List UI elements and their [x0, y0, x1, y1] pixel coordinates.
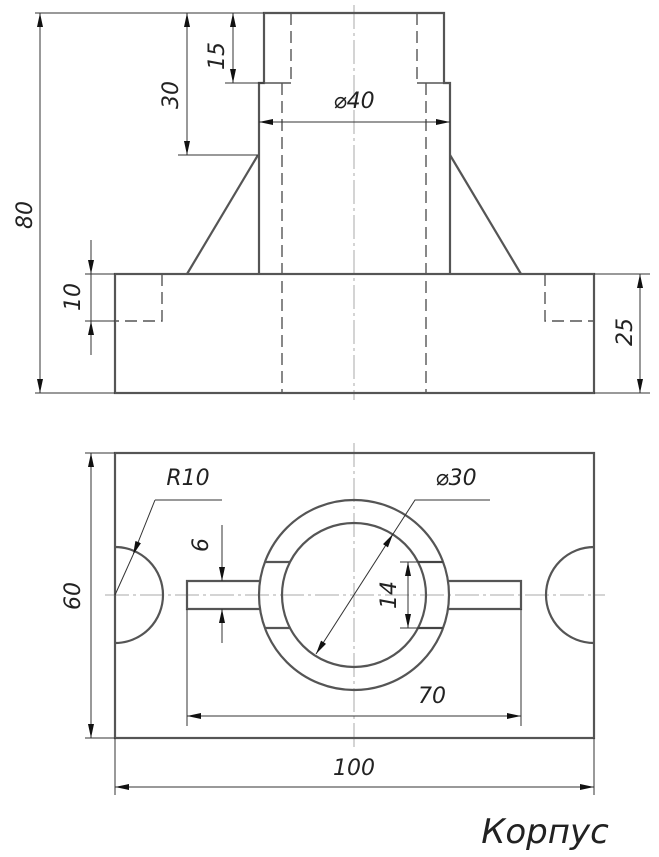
dim-100: 100: [333, 756, 375, 781]
dim-r10: R10: [166, 466, 209, 491]
dim-10: 10: [61, 283, 86, 311]
dim-6: 6: [189, 538, 214, 552]
dim-25: 25: [613, 318, 638, 346]
top-dimensions: 60 100 70 6 14 ⌀30 R10: [61, 452, 595, 795]
dim-diameter-30: ⌀30: [435, 466, 476, 491]
dim-15: 15: [205, 42, 230, 70]
front-dimensions: 80 30 15 10 25 ⌀40: [13, 12, 650, 394]
dim-30: 30: [159, 81, 184, 109]
dim-80: 80: [13, 201, 38, 229]
drawing-title: Корпус: [481, 812, 609, 852]
dim-diameter-40: ⌀40: [333, 89, 374, 114]
dim-14: 14: [377, 581, 402, 609]
dim-60: 60: [61, 582, 86, 610]
dim-70: 70: [418, 684, 446, 709]
